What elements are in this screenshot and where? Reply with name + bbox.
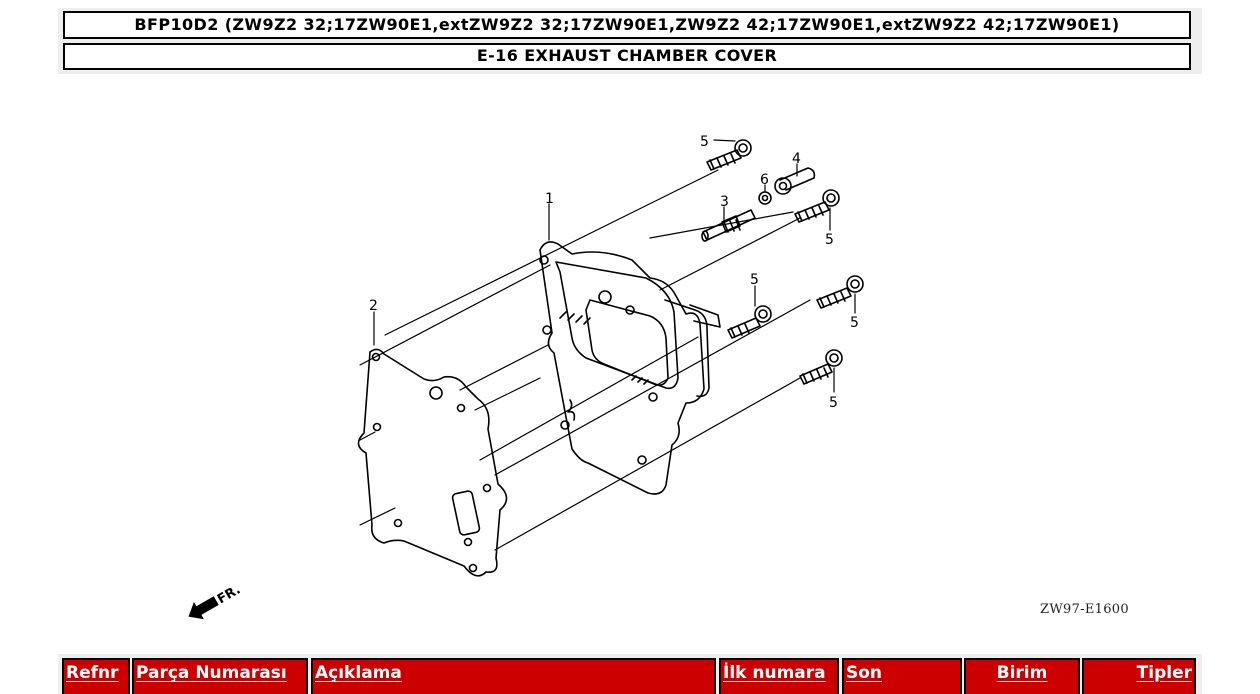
model-title: BFP10D2 (ZW9Z2 32;17ZW90E1,extZW9Z2 32;1… <box>63 11 1191 39</box>
flange-bolts-part-5 <box>706 139 864 385</box>
callout-numbers: 1 2 3 4 6 5 5 5 5 5 <box>369 134 859 411</box>
bolt-e <box>799 349 843 385</box>
stud-part-3 <box>701 209 756 242</box>
parts-table-header: Refnr Parça Numarası Açıklama İlk numara… <box>58 654 1202 694</box>
svg-text:5: 5 <box>700 134 709 150</box>
column-header-description[interactable]: Açıklama <box>311 658 716 694</box>
column-header-types[interactable]: Tipler <box>1082 658 1196 694</box>
alignment-lines <box>359 169 811 551</box>
title-block: BFP10D2 (ZW9Z2 32;17ZW90E1,extZW9Z2 32;1… <box>58 8 1202 74</box>
callout-leaders <box>373 139 856 393</box>
svg-text:FR.: FR. <box>215 582 243 607</box>
bolt-d <box>816 275 864 309</box>
svg-text:4: 4 <box>792 151 801 167</box>
exploded-parts-diagram: 1 2 3 4 6 5 5 5 5 5 <box>357 134 864 577</box>
svg-text:6: 6 <box>760 172 769 188</box>
drawing-code: ZW97-E1600 <box>1040 602 1129 617</box>
column-header-part-number[interactable]: Parça Numarası <box>132 658 308 694</box>
bolt-a <box>706 139 752 171</box>
svg-text:3: 3 <box>720 194 729 210</box>
column-header-last[interactable]: Son <box>842 658 962 694</box>
svg-text:5: 5 <box>750 272 759 288</box>
column-header-unit[interactable]: Birim <box>964 658 1080 694</box>
svg-text:5: 5 <box>825 232 834 248</box>
svg-text:5: 5 <box>829 395 838 411</box>
gasket-part-2 <box>357 348 508 577</box>
svg-text:5: 5 <box>850 315 859 331</box>
exhaust-chamber-cover-part-1 <box>539 241 721 495</box>
column-header-first-number[interactable]: İlk numara <box>719 658 839 694</box>
front-direction-arrow-icon: FR. <box>188 582 243 619</box>
svg-text:2: 2 <box>369 298 378 314</box>
svg-text:1: 1 <box>545 191 554 207</box>
section-title: E-16 EXHAUST CHAMBER COVER <box>63 43 1191 70</box>
nut-part-6 <box>758 191 772 205</box>
column-header-refnr[interactable]: Refnr <box>62 658 130 694</box>
bolt-b <box>794 189 840 223</box>
bolt-c <box>727 305 772 339</box>
collar-part-4 <box>774 167 816 195</box>
